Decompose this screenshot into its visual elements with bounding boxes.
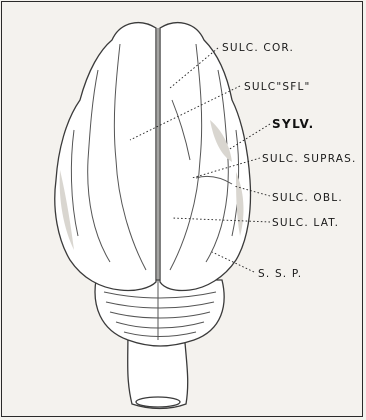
label-ssp: S. S. P. (258, 268, 302, 280)
left-hemisphere (55, 23, 156, 291)
label-sulc-sfl: SULC"SFL" (244, 81, 311, 93)
label-sulc-lat: SULC. LAT. (272, 217, 339, 229)
right-hemisphere (160, 23, 250, 291)
label-sulc-obl: SULC. OBL. (272, 192, 343, 204)
label-sulc-supras: SULC. SUPRAS. (262, 153, 357, 165)
label-sylv: SYLV. (272, 117, 315, 131)
label-sulc-cor: SULC. COR. (222, 42, 294, 54)
